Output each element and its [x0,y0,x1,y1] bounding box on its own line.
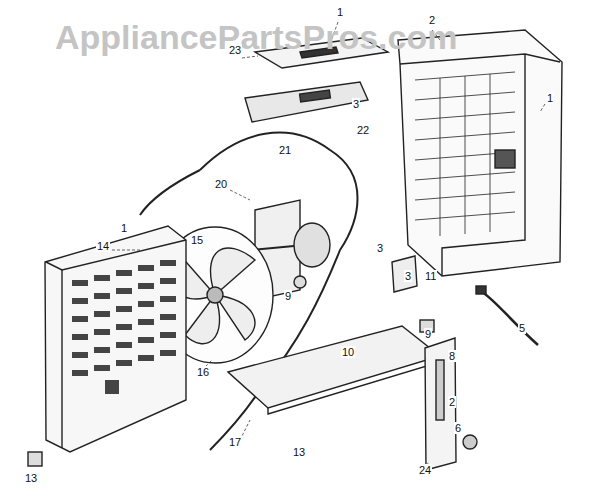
callout-number: 11 [424,270,437,282]
callout-number: 23 [228,44,242,56]
callout-number: 13 [24,472,38,484]
callout-number: 20 [214,178,228,190]
callout-number: 10 [341,346,355,358]
callout-number: 14 [96,240,110,252]
callout-number: 3 [376,242,384,254]
watermark: AppliancePartsPros.com [55,18,457,56]
callout-number: 21 [278,144,292,156]
callout-number: 1 [546,92,554,104]
callout-number: 17 [228,436,242,448]
callout-number: 1 [120,222,128,234]
callout-number: 9 [284,290,292,302]
callout-number: 15 [190,234,204,246]
callout-number: 9 [424,328,432,340]
callout-number: 16 [196,366,210,378]
callout-number: 1 [336,6,344,18]
callout-number: 2 [428,14,436,26]
callout-number: 6 [454,422,462,434]
callout-number: 24 [418,464,432,476]
callout-number: 5 [518,322,526,334]
callout-number: 13 [292,446,306,458]
callout-number: 8 [448,350,456,362]
callout-number: 3 [352,98,360,110]
callout-number: 2 [448,396,456,408]
callout-number: 3 [404,270,412,282]
callout-number: 22 [356,124,370,136]
